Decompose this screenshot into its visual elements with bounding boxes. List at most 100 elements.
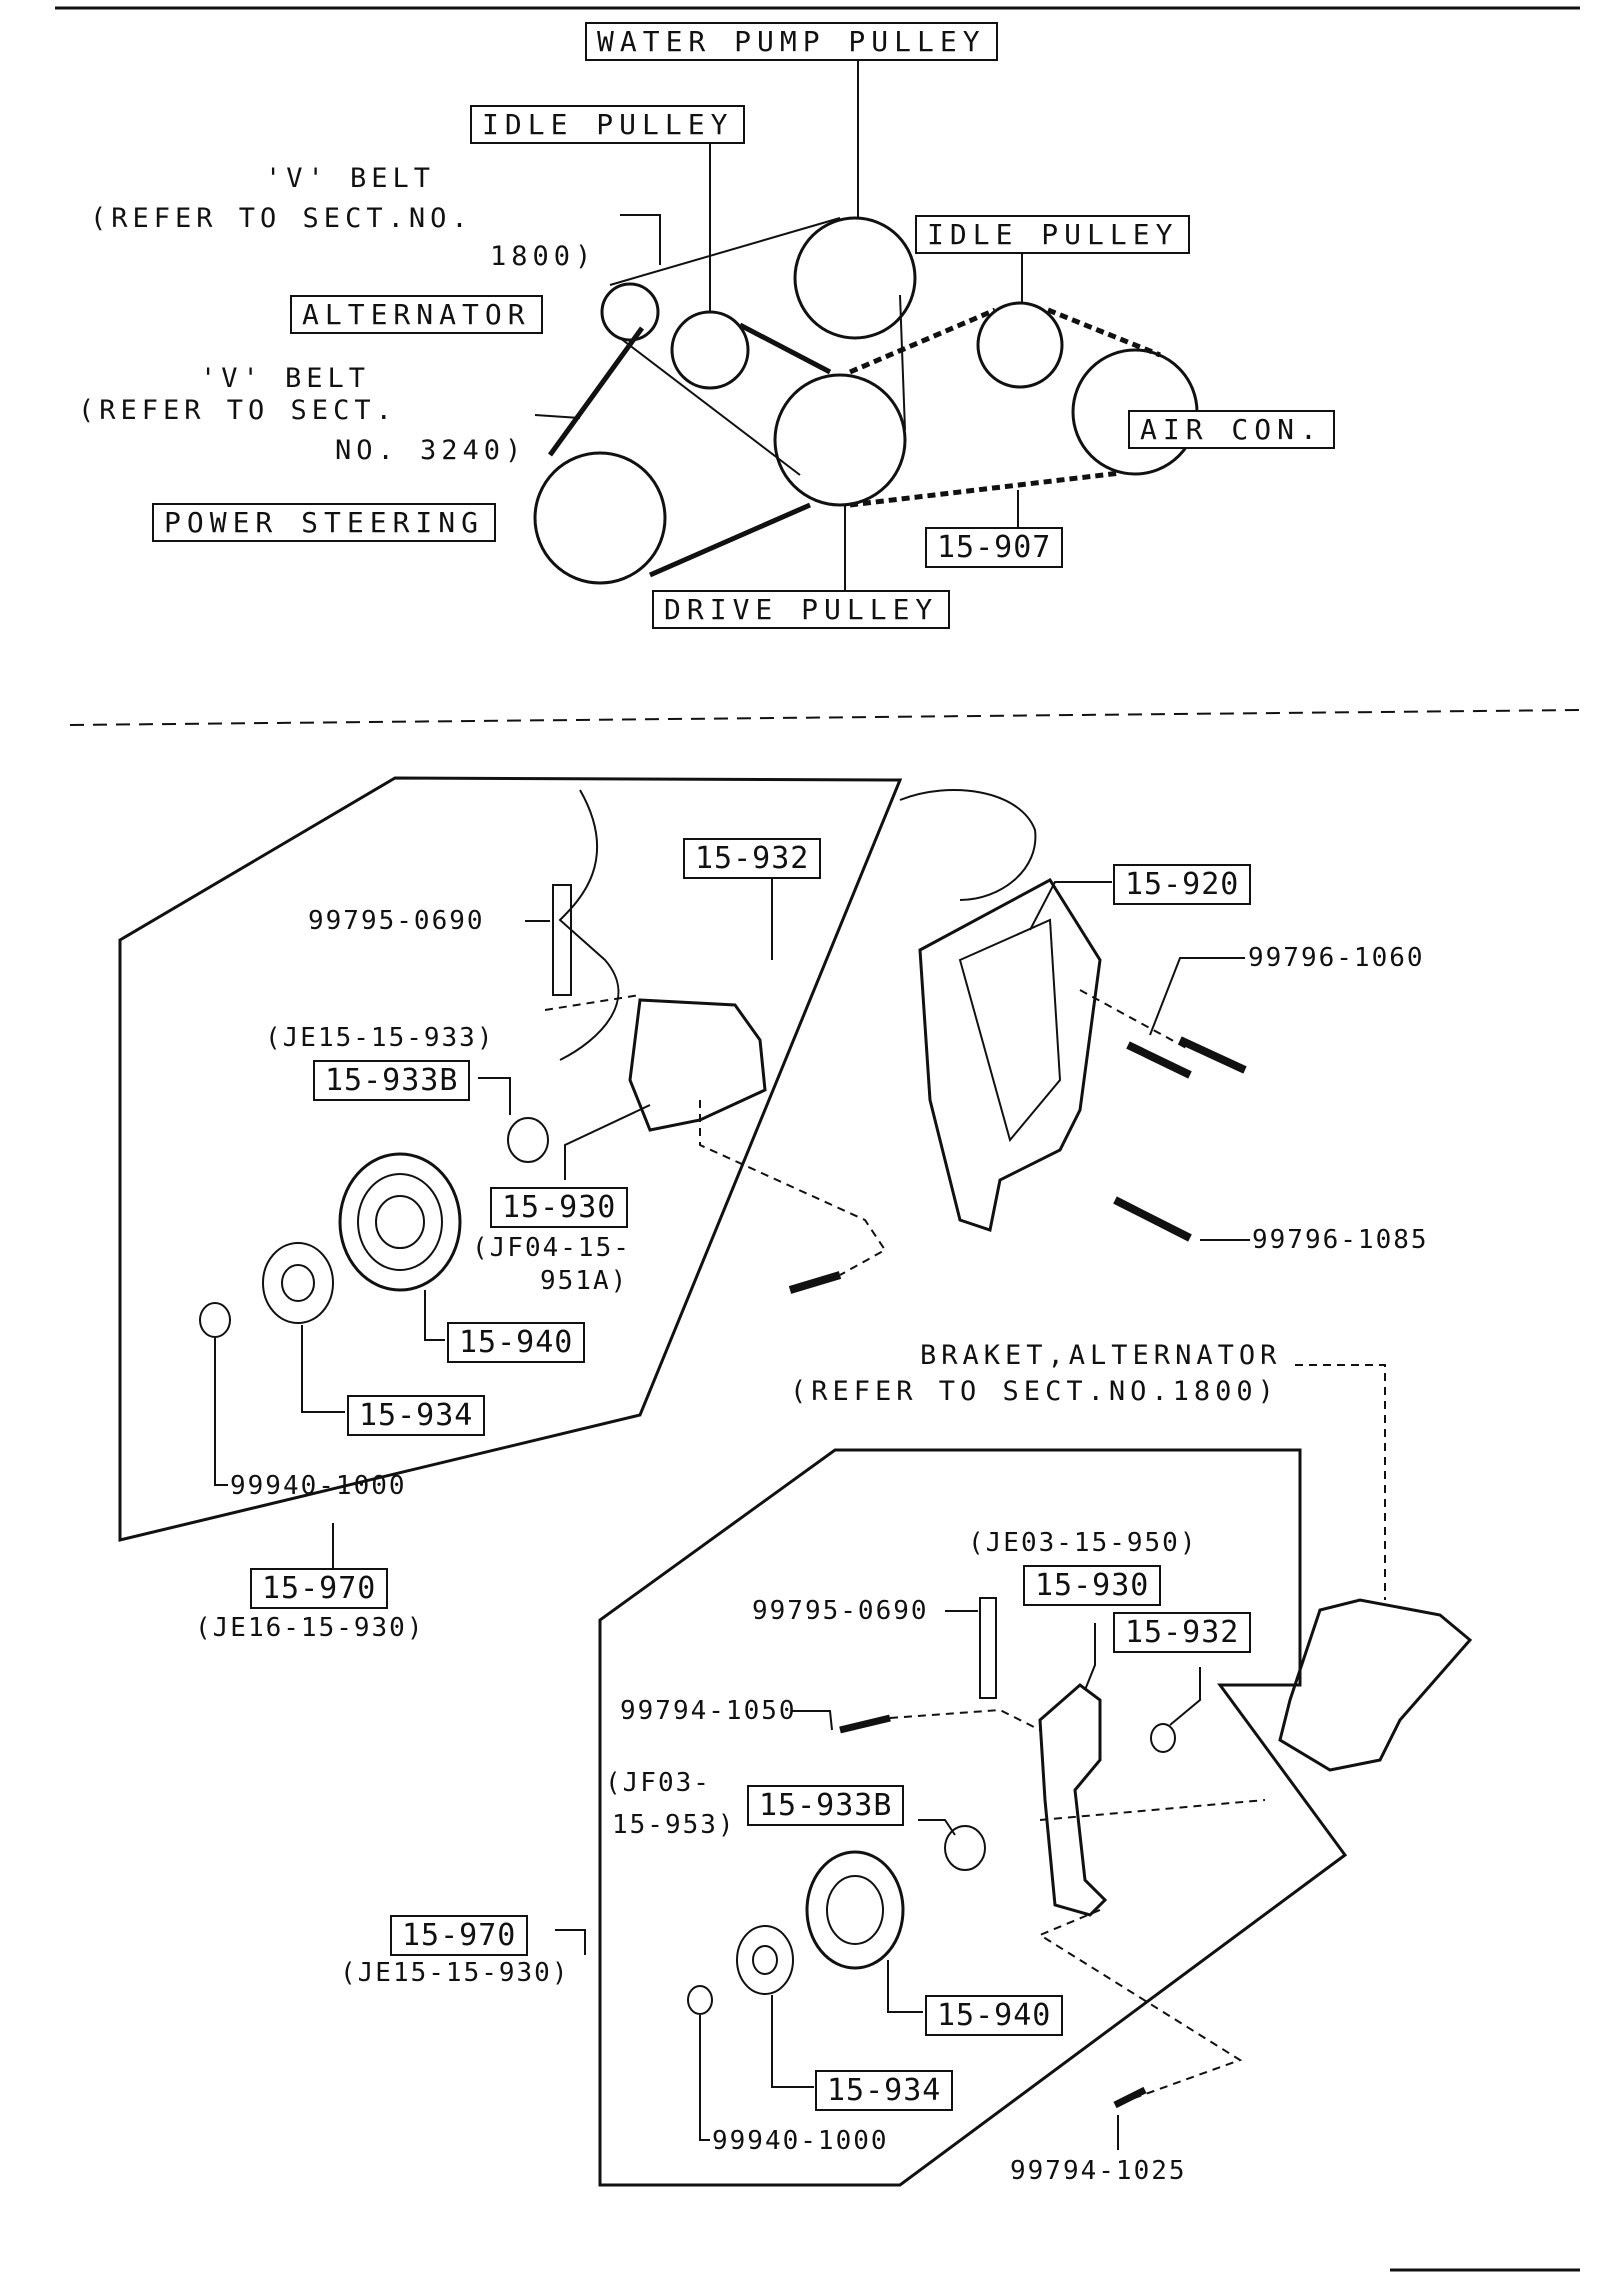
leader-v-belt-1 — [620, 214, 661, 265]
part-15-940-lower: 15-940 — [925, 1995, 1064, 2036]
v-belt-2-line-1: 'V' BELT — [200, 363, 371, 394]
plate-15-934-upper-hole — [281, 1264, 315, 1302]
pulley-15-940-lower-shape — [805, 1850, 905, 1970]
label-air-con: AIR CON. — [1128, 410, 1335, 449]
idle-pulley-1-circle — [670, 310, 750, 390]
pulley-15-940-upper-shape — [338, 1152, 462, 1292]
label-drive-pulley: DRIVE PULLEY — [652, 590, 951, 629]
spacer-15-933b-upper-shape — [507, 1117, 549, 1163]
label-power-steering: POWER STEERING — [152, 503, 497, 542]
bolt-99796-1085-shape — [1113, 1196, 1192, 1242]
v-belt-1-line-3: 1800) — [490, 241, 597, 272]
bracket-15-920-inner — [958, 918, 1062, 1143]
label-jf04-line-2: 951A) — [540, 1266, 629, 1296]
tensioner-bracket-lower-shape — [1038, 1683, 1108, 1917]
bolt-99795-0690-lower-shape — [979, 1597, 997, 1699]
bolt-15-932-lower-shape — [1150, 1723, 1176, 1753]
leader-15-940-lower — [887, 1960, 923, 2013]
nut-99940-1000-lower-shape — [687, 1985, 713, 2015]
v-belt-2-line-2: (REFER TO SECT. — [78, 395, 397, 426]
leader-99940-1000-upper — [214, 1338, 228, 1486]
part-15-940-upper: 15-940 — [447, 1322, 586, 1363]
part-99796-1060: 99796-1060 — [1248, 943, 1425, 973]
dash-bracket-to-braket — [1039, 1799, 1266, 1821]
v-belt-1-right — [899, 294, 906, 431]
braket-alternator-shape — [1278, 1598, 1473, 1772]
ribbed-belt-lower — [849, 470, 1121, 508]
bracket-15-920-shape — [918, 878, 1102, 1232]
leader-15-940-upper — [424, 1290, 445, 1341]
leader-15-934-upper — [301, 1325, 345, 1413]
lower-assembly-drawing — [555, 1364, 1473, 2187]
dash-lower-center-bolt — [1037, 1909, 1243, 2106]
part-15-932-lower: 15-932 — [1113, 1612, 1252, 1653]
section-divider — [69, 709, 1581, 726]
water-pump-pulley-circle — [793, 216, 917, 340]
v-belt-1-lower — [619, 337, 801, 476]
label-jf03-15-953-line-1: (JF03- — [605, 1768, 711, 1798]
label-je03-15-950: (JE03-15-950) — [968, 1528, 1198, 1558]
power-steering-pulley-circle — [533, 451, 667, 585]
bolt-lower-center-shape — [788, 1271, 842, 1294]
leader-15-930-lower — [1084, 1623, 1096, 1691]
tensioner-bracket-upper-shape — [628, 998, 767, 1132]
label-braket-alternator-line-1: BRAKET,ALTERNATOR — [920, 1340, 1282, 1371]
part-15-930-upper: 15-930 — [490, 1187, 629, 1228]
bolt-99796-1060-a-shape — [1126, 1041, 1192, 1079]
plate-15-934-lower-shape — [736, 1925, 794, 1995]
idle-pulley-2-circle — [976, 301, 1064, 389]
label-je15-15-930: (JE15-15-930) — [340, 1958, 570, 1988]
drive-pulley-circle — [773, 373, 907, 507]
plate-15-934-upper-shape — [262, 1242, 334, 1324]
part-15-932-upper: 15-932 — [683, 838, 822, 879]
label-je15-15-933: (JE15-15-933) — [265, 1023, 495, 1053]
spacer-15-933b-lower-shape — [944, 1825, 986, 1871]
ribbed-belt-upper — [849, 307, 996, 375]
label-jf04-line-1: (JF04-15- — [472, 1233, 631, 1263]
engine-cover-sketch — [899, 789, 1037, 901]
leader-15-930-upper — [564, 1104, 651, 1180]
leader-99794-1050 — [792, 1710, 833, 1731]
label-water-pump-pulley: WATER PUMP PULLEY — [585, 22, 998, 61]
bolt-99794-1050-shape — [839, 1714, 891, 1734]
dash-bolt-99794-1050 — [889, 1708, 1041, 1731]
plate-15-934-lower-hole — [752, 1945, 778, 1975]
upper-assembly-drawing — [118, 776, 1250, 1568]
label-idle-pulley-1: IDLE PULLEY — [470, 105, 746, 144]
part-99794-1050: 99794-1050 — [620, 1696, 797, 1726]
dash-braket-alternator — [1295, 1364, 1386, 1600]
leader-15-970-lower — [555, 1929, 586, 1955]
ribbed-belt-right — [1047, 307, 1161, 358]
v-belt-1-line-1: 'V' BELT — [265, 163, 436, 194]
leader-15-933b-lower — [918, 1819, 956, 1836]
v-belt-2-lower — [648, 502, 812, 578]
upper-kit-outline — [118, 776, 903, 1542]
part-99940-1000-lower: 99940-1000 — [712, 2126, 889, 2156]
leader-15-933b — [478, 1077, 511, 1115]
leader-99940-1000-lower — [699, 2015, 710, 2141]
dash-center-bolt — [699, 1100, 887, 1276]
bolt-99795-0690-upper-shape — [552, 884, 572, 996]
v-belt-1-upper — [609, 217, 841, 286]
lower-kit-outline — [598, 1448, 1348, 2187]
nut-99940-1000-upper-shape — [199, 1302, 231, 1338]
engine-block-sketch — [558, 789, 620, 1061]
leader-v-belt-2 — [534, 414, 581, 419]
bolt-99796-1060-b-shape — [1178, 1036, 1247, 1074]
belt-diagram-drawing — [533, 50, 1199, 590]
v-belt-2-line-3: NO. 3240) — [335, 435, 527, 466]
v-belt-2-left — [547, 326, 645, 457]
label-je16-15-930: (JE16-15-930) — [195, 1613, 425, 1643]
part-15-970-upper: 15-970 — [250, 1568, 389, 1609]
pulley-15-940-upper-hub — [375, 1195, 425, 1249]
v-belt-2-upper — [738, 322, 832, 375]
part-15-933b-lower: 15-933B — [747, 1785, 905, 1826]
part-99796-1085: 99796-1085 — [1252, 1225, 1429, 1255]
leader-15-920 — [1029, 881, 1112, 931]
label-jf03-15-953-line-2: 15-953) — [612, 1810, 736, 1840]
part-15-934-upper: 15-934 — [347, 1395, 486, 1436]
alternator-pulley-circle — [600, 282, 660, 342]
leader-99796-1060 — [1149, 957, 1245, 1036]
leader-15-932-lower — [1169, 1667, 1201, 1726]
